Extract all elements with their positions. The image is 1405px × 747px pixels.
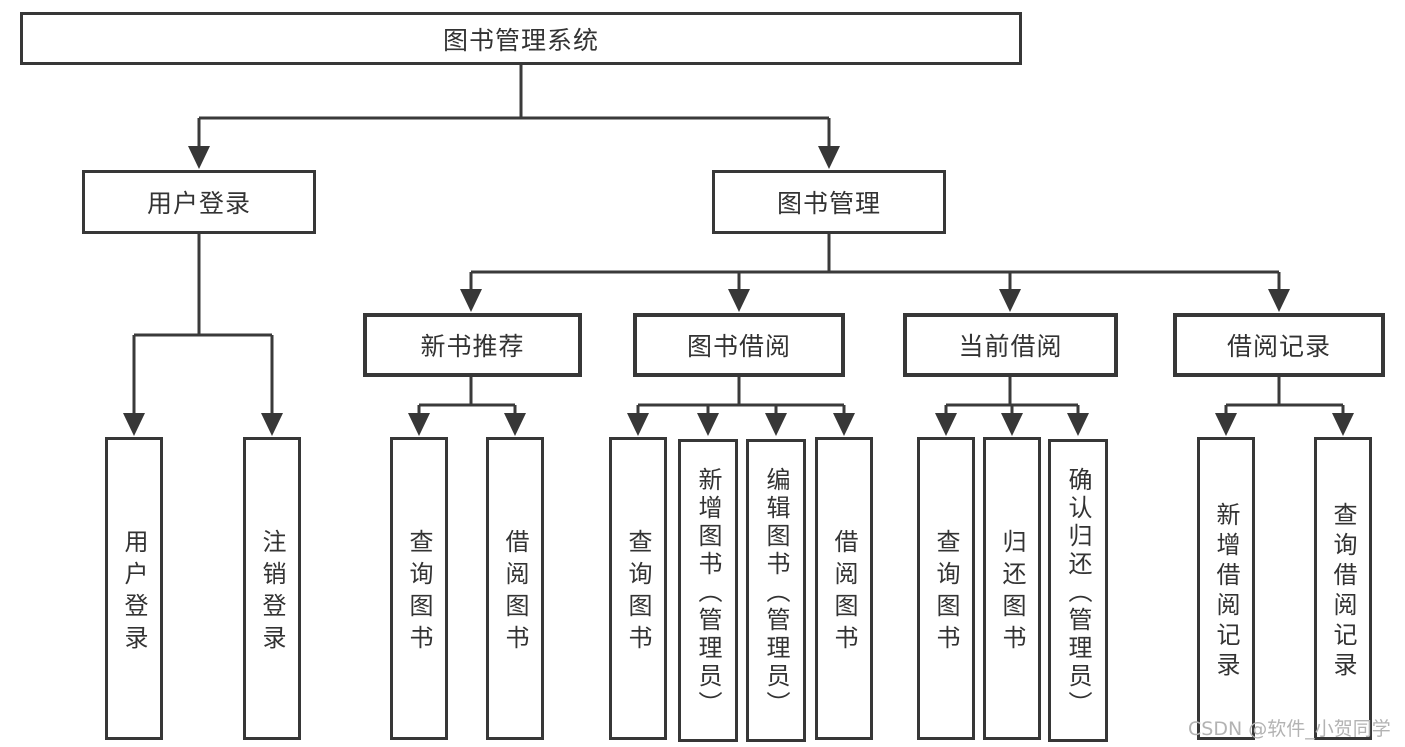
connector-current-borrow-children bbox=[935, 377, 1089, 436]
arrowhead bbox=[935, 413, 957, 436]
leaf-label: 查询图书 bbox=[624, 528, 652, 657]
arrowhead bbox=[408, 413, 430, 436]
node-book-borrowing: 图书借阅 bbox=[633, 313, 845, 377]
leaf-recommend-query-books: 查询图书 bbox=[390, 437, 448, 740]
leaf-label: 查询图书 bbox=[932, 528, 960, 657]
leaf-label: 新增借阅记录 bbox=[1212, 501, 1240, 682]
node-label: 当前借阅 bbox=[958, 332, 1063, 361]
connector-new-book-children bbox=[408, 377, 526, 436]
arrowhead bbox=[123, 413, 145, 436]
connector-root-to-level2 bbox=[188, 65, 840, 169]
arrowhead bbox=[1001, 413, 1023, 436]
leaf-recommend-borrow-books: 借阅图书 bbox=[486, 437, 544, 740]
node-library-management-system: 图书管理系统 bbox=[20, 12, 1022, 65]
node-book-management: 图书管理 bbox=[712, 170, 946, 234]
leaf-label: 用户登录 bbox=[120, 528, 148, 657]
arrowhead bbox=[818, 146, 840, 169]
arrowhead bbox=[1268, 289, 1290, 312]
arrowhead bbox=[1067, 413, 1089, 436]
arrowhead bbox=[1215, 413, 1237, 436]
leaf-label: 查询图书 bbox=[405, 528, 433, 657]
arrowhead bbox=[765, 413, 787, 436]
arrowhead bbox=[833, 413, 855, 436]
leaf-current-return-books: 归还图书 bbox=[983, 437, 1041, 740]
leaf-borrowing-query-books: 查询图书 bbox=[609, 437, 667, 740]
leaf-current-query-books: 查询图书 bbox=[917, 437, 975, 740]
leaf-label: 查询借阅记录 bbox=[1329, 501, 1357, 682]
arrowhead bbox=[999, 289, 1021, 312]
leaf-label: 借阅图书 bbox=[830, 528, 858, 657]
node-user-login: 用户登录 bbox=[82, 170, 316, 234]
node-label: 图书管理 bbox=[776, 189, 881, 218]
arrowhead bbox=[1332, 413, 1354, 436]
arrowhead bbox=[504, 413, 526, 436]
arrowhead bbox=[460, 289, 482, 312]
leaf-records-add-borrow-record: 新增借阅记录 bbox=[1197, 437, 1255, 740]
node-label: 图书借阅 bbox=[686, 332, 791, 361]
node-label: 借阅记录 bbox=[1226, 332, 1331, 361]
connector-book-management-to-level3 bbox=[460, 234, 1290, 312]
arrowhead bbox=[188, 146, 210, 169]
csdn-watermark: CSDN @软件_小贺同学 bbox=[1188, 718, 1391, 740]
leaf-logout: 注销登录 bbox=[243, 437, 301, 740]
node-current-borrowing: 当前借阅 bbox=[903, 313, 1118, 377]
arrowhead bbox=[261, 413, 283, 436]
connector-borrow-records-children bbox=[1215, 377, 1354, 436]
leaf-current-confirm-return-admin: 确认归还（管理员） bbox=[1048, 439, 1108, 742]
leaf-borrowing-borrow-books: 借阅图书 bbox=[815, 437, 873, 740]
leaf-label: 借阅图书 bbox=[501, 528, 529, 657]
connector-user-login-children bbox=[123, 234, 283, 436]
arrowhead bbox=[627, 413, 649, 436]
arrowhead bbox=[728, 289, 750, 312]
leaf-label: 确认归还（管理员） bbox=[1064, 466, 1092, 719]
leaf-borrowing-add-books-admin: 新增图书（管理员） bbox=[678, 439, 738, 742]
leaf-records-query-borrow-record: 查询借阅记录 bbox=[1314, 437, 1372, 740]
leaf-label: 注销登录 bbox=[258, 528, 286, 657]
leaf-label: 编辑图书（管理员） bbox=[762, 466, 790, 719]
node-label: 用户登录 bbox=[146, 189, 251, 218]
node-label: 图书管理系统 bbox=[442, 25, 599, 55]
connector-book-borrow-children bbox=[627, 377, 855, 436]
arrowhead bbox=[697, 413, 719, 436]
node-borrow-records: 借阅记录 bbox=[1173, 313, 1385, 377]
leaf-borrowing-edit-books-admin: 编辑图书（管理员） bbox=[746, 439, 806, 742]
node-new-book-recommend: 新书推荐 bbox=[363, 313, 582, 377]
leaf-label: 新增图书（管理员） bbox=[694, 466, 722, 719]
leaf-user-login: 用户登录 bbox=[105, 437, 163, 740]
leaf-label: 归还图书 bbox=[998, 528, 1026, 657]
node-label: 新书推荐 bbox=[420, 332, 525, 361]
